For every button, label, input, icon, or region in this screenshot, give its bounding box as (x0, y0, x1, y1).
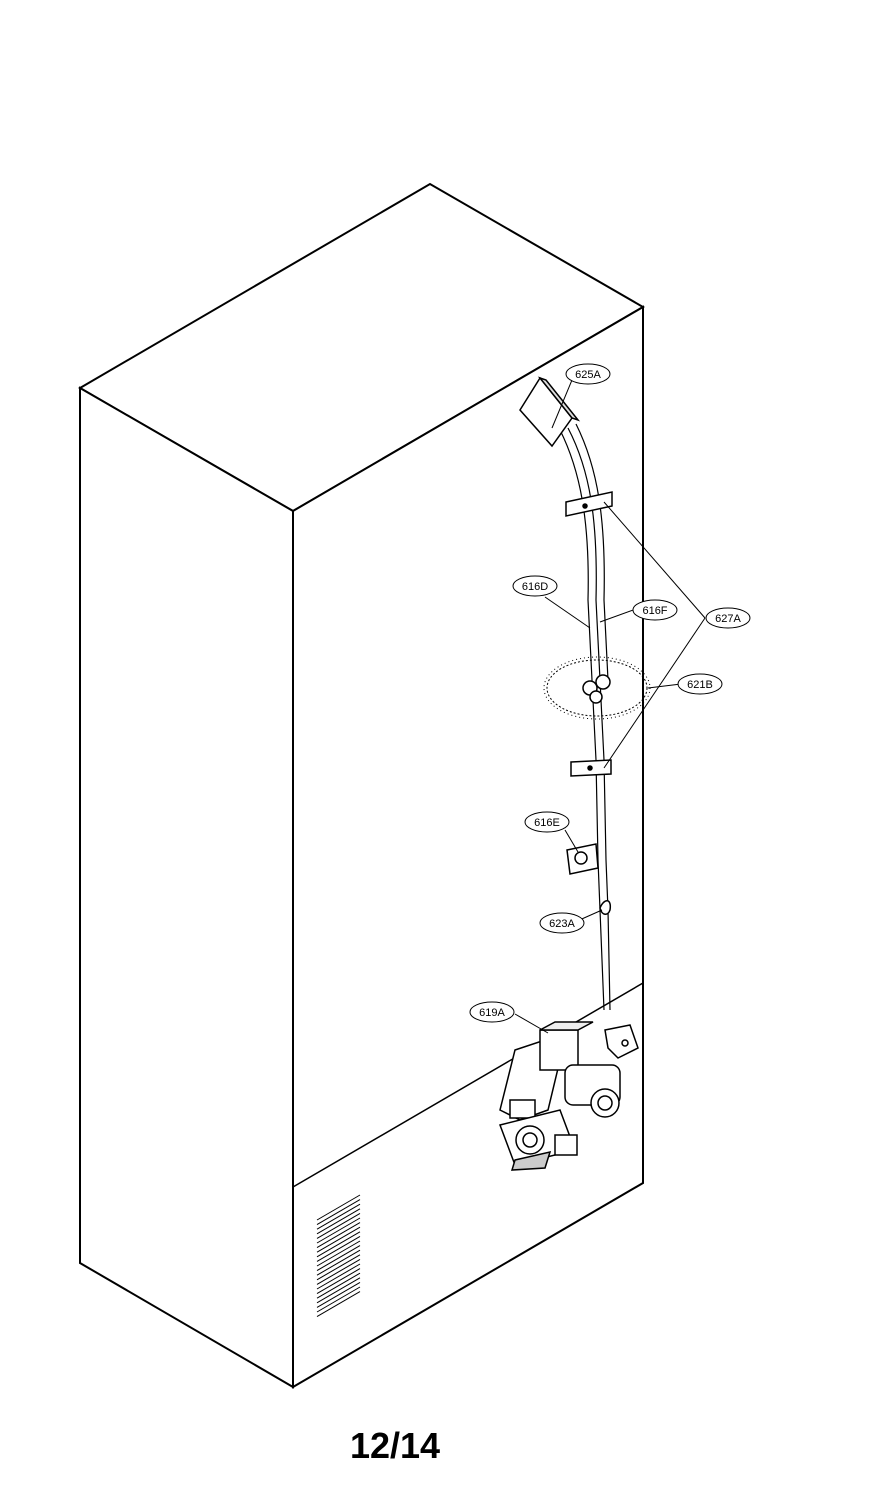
vent-slat (317, 1241, 360, 1266)
vent-slat (317, 1250, 360, 1275)
vent-slat (317, 1213, 360, 1238)
svg-text:616F: 616F (642, 605, 667, 617)
svg-text:623A: 623A (549, 918, 575, 930)
vent-slat (317, 1259, 360, 1284)
vent-slat (317, 1278, 360, 1303)
vent-slat (317, 1282, 360, 1307)
callout-619A: 619A (470, 1002, 514, 1022)
water-valve-part (500, 1022, 638, 1170)
vent-slat (317, 1236, 360, 1261)
vent-slat (317, 1204, 360, 1229)
vent-slat (317, 1273, 360, 1298)
vent-slat (317, 1292, 360, 1317)
callout-616F: 616F (633, 600, 677, 620)
machine-compartment-line (293, 983, 643, 1187)
vent-slat (317, 1269, 360, 1294)
page-number: 12/14 (349, 1425, 441, 1466)
vent-slat (317, 1218, 360, 1243)
cabinet-left-face (80, 388, 293, 1387)
svg-text:616D: 616D (522, 581, 548, 593)
callout-616E: 616E (525, 812, 569, 832)
tube-clamp-lower (571, 760, 611, 776)
vent-slat (317, 1223, 360, 1248)
svg-text:625A: 625A (575, 369, 601, 381)
vent-slat (317, 1246, 360, 1271)
svg-text:616E: 616E (534, 817, 560, 829)
tube-bracket-part (567, 844, 598, 874)
vent-grille-slats (317, 1195, 360, 1317)
vent-slat (317, 1264, 360, 1289)
callout-623A: 623A (540, 913, 584, 933)
svg-text:621B: 621B (687, 679, 713, 691)
vent-slat (317, 1255, 360, 1280)
callout-616D: 616D (513, 576, 557, 596)
tube-clip-part (600, 901, 610, 915)
vent-slat (317, 1209, 360, 1234)
vent-slat (317, 1227, 360, 1252)
vent-slat (317, 1200, 360, 1225)
leader-lines (515, 380, 705, 1033)
vent-slat (317, 1195, 360, 1220)
svg-text:627A: 627A (715, 613, 741, 625)
svg-text:619A: 619A (479, 1007, 505, 1019)
callout-621B: 621B (678, 674, 722, 694)
vent-slat (317, 1287, 360, 1312)
callout-627A: 627A (706, 608, 750, 628)
tube-clamp-upper (566, 492, 612, 516)
callout-625A: 625A (566, 364, 610, 384)
vent-slat (317, 1232, 360, 1257)
